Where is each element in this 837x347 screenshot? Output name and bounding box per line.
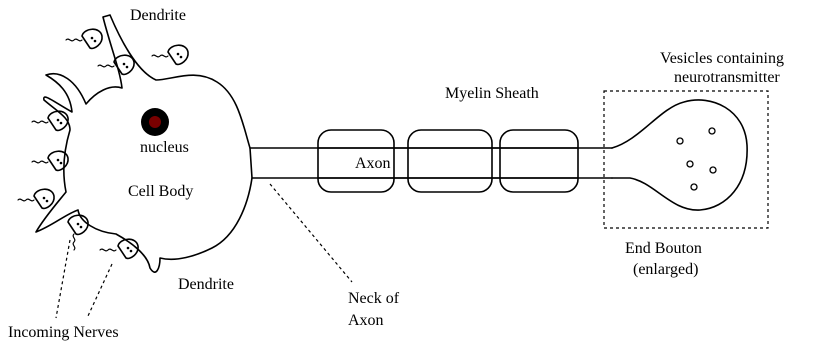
nucleus-highlight — [149, 116, 161, 128]
neck-of-axon-leader — [269, 183, 353, 283]
cell-body-label: Cell Body — [128, 183, 193, 200]
axon-label: Axon — [355, 155, 391, 172]
vesicles-label-line2: neurotransmitter — [674, 69, 780, 86]
end-bouton-dashed-box — [603, 90, 769, 229]
neck-of-axon-label-line2: Axon — [348, 312, 384, 329]
dendrite-bottom-label: Dendrite — [178, 276, 234, 293]
myelin-segment-3 — [499, 129, 579, 193]
neck-of-axon-label-line1: Neck of — [348, 290, 400, 307]
incoming-nerve-1 — [65, 28, 103, 50]
vesicle — [686, 160, 694, 168]
incoming-nerves-leader-1 — [55, 239, 71, 319]
myelin-segment-1 — [317, 129, 395, 193]
myelin-sheath-label: Myelin Sheath — [445, 85, 539, 102]
vesicle — [690, 183, 698, 191]
cell-body-outline — [35, 14, 253, 273]
myelin-segment-2 — [407, 129, 493, 193]
incoming-nerve-8 — [99, 238, 139, 260]
incoming-nerve-3 — [151, 44, 189, 66]
end-bouton-outline — [611, 99, 748, 211]
nucleus-label: nucleus — [140, 139, 189, 156]
incoming-nerve-2 — [97, 54, 135, 76]
vesicle — [676, 137, 684, 145]
dendrite-top-label: Dendrite — [130, 7, 186, 24]
incoming-nerve-7 — [67, 214, 89, 251]
incoming-nerve-6 — [17, 188, 55, 210]
vesicle — [709, 166, 717, 174]
incoming-nerve-5 — [31, 150, 69, 172]
incoming-nerve-4 — [31, 110, 69, 132]
end-bouton-label-line1: End Bouton — [625, 240, 702, 257]
vesicle — [708, 127, 716, 135]
end-bouton-label-line2: (enlarged) — [633, 261, 698, 278]
vesicles-label-line1: Vesicles containing — [660, 50, 784, 67]
incoming-nerves-label: Incoming Nerves — [8, 324, 119, 341]
incoming-nerves-leader-2 — [87, 263, 113, 317]
